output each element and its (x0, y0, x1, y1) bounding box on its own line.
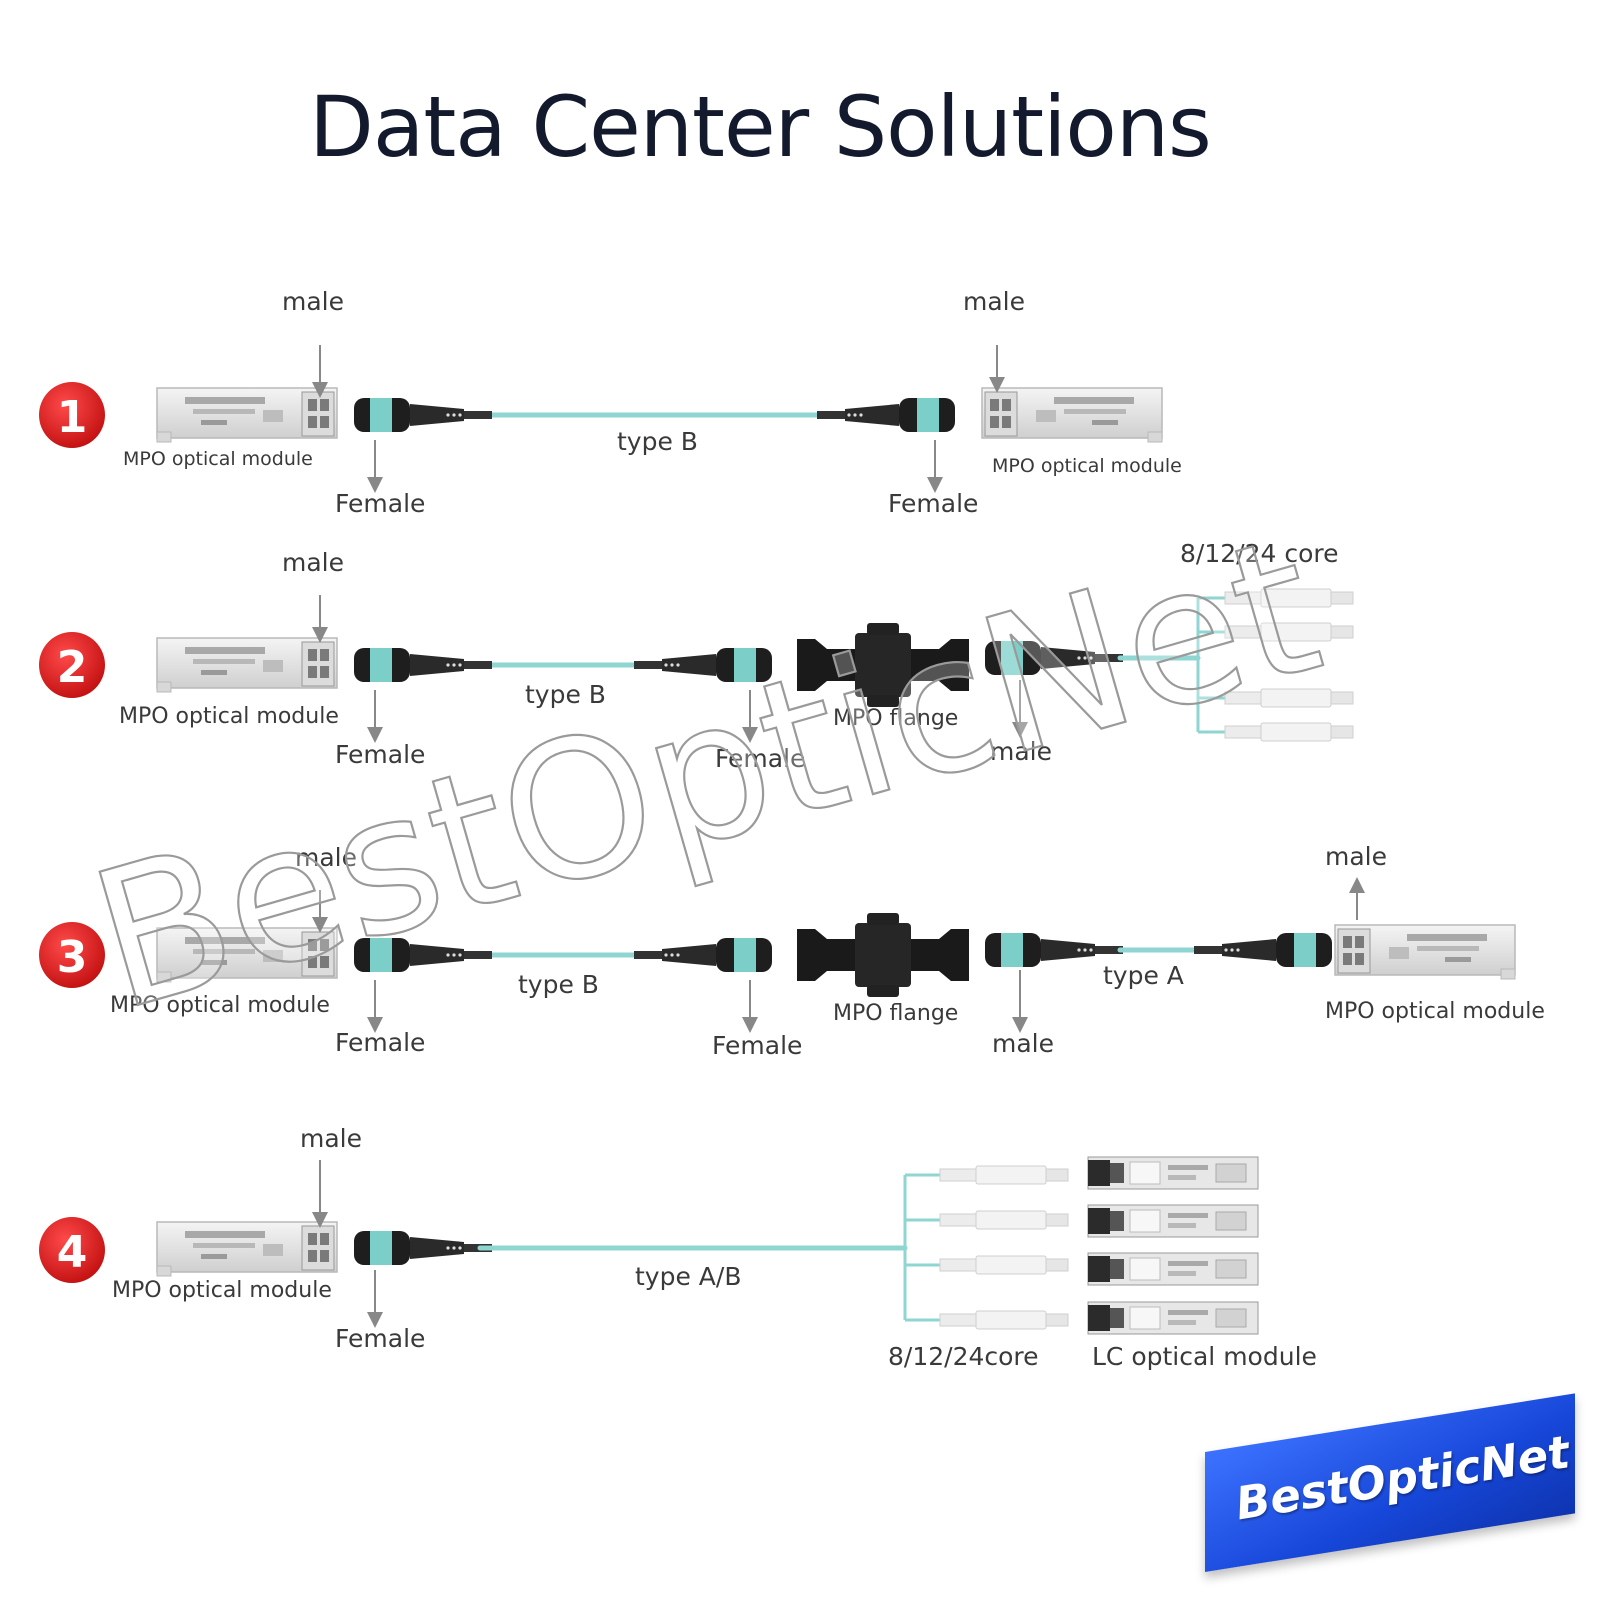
cable-type-label: type B (617, 427, 698, 456)
female-label: Female (335, 740, 425, 769)
male-label: male (992, 1029, 1054, 1058)
mpo-connector (354, 398, 492, 432)
male-label: male (963, 287, 1025, 316)
female-label: Female (888, 489, 978, 518)
mpo-module-left (156, 1221, 338, 1277)
module-label: MPO optical module (123, 448, 313, 470)
female-label: Female (712, 1031, 802, 1060)
mpo-module-left (156, 637, 338, 693)
male-label: male (990, 737, 1052, 766)
row-1: 1 male MPO optical module Female type B … (39, 287, 1182, 518)
module-label: MPO optical module (1325, 999, 1545, 1024)
row-3: 3 male MPO optical module Female type B … (39, 842, 1545, 1060)
flange-label: MPO flange (833, 706, 958, 731)
module-label: MPO optical module (112, 1278, 332, 1303)
mpo-connector (354, 1231, 492, 1265)
cable-type-label: type A/B (635, 1262, 741, 1291)
mpo-connector (634, 938, 772, 972)
male-label: male (295, 843, 357, 872)
core-count-label: 8/12/24core (888, 1342, 1039, 1371)
row-number: 1 (57, 392, 88, 443)
lc-optical-module (1087, 1252, 1259, 1286)
female-label: Female (335, 489, 425, 518)
male-label: male (1325, 842, 1387, 871)
cable-type-label: type B (518, 970, 599, 999)
row-number-badge (39, 382, 105, 448)
male-label: male (300, 1124, 362, 1153)
mpo-flange (797, 913, 969, 997)
row-number: 4 (57, 1227, 88, 1278)
mpo-module-left (156, 387, 338, 443)
female-label: Female (715, 744, 805, 773)
lc-connector (939, 1255, 1069, 1275)
row-number: 2 (57, 642, 88, 693)
mpo-module-right (981, 387, 1163, 443)
male-label: male (282, 548, 344, 577)
mpo-connector (1194, 933, 1332, 967)
lc-connector (939, 1310, 1069, 1330)
female-label: Female (335, 1324, 425, 1353)
row-2: 2 male MPO optical module Female type B … (39, 539, 1338, 773)
mpo-module-right (1334, 924, 1516, 980)
core-count-label: 8/12/24 core (1180, 539, 1338, 568)
row-number-badge (39, 632, 105, 698)
lc-optical-module (1087, 1301, 1259, 1335)
cable-type-label: type B (525, 680, 606, 709)
mpo-connector (354, 648, 492, 682)
module-label: MPO optical module (992, 455, 1182, 477)
lc-optical-module (1087, 1204, 1259, 1238)
lc-optical-module (1087, 1156, 1259, 1190)
row-number-badge (39, 1217, 105, 1283)
row-number-badge (39, 922, 105, 988)
flange-label: MPO flange (833, 1001, 958, 1026)
lc-connector (939, 1165, 1069, 1185)
row-4: 4 male MPO optical module Female type A/… (39, 1124, 1317, 1371)
row-number: 3 (57, 932, 88, 983)
module-label: MPO optical module (119, 704, 339, 729)
lc-module-label: LC optical module (1092, 1342, 1317, 1371)
female-label: Female (335, 1028, 425, 1057)
module-label: MPO optical module (110, 993, 330, 1018)
mpo-connector (817, 398, 955, 432)
lc-connector (939, 1210, 1069, 1230)
page-title: Data Center Solutions (309, 78, 1212, 176)
cable-type-label: type A (1103, 961, 1184, 990)
male-label: male (282, 287, 344, 316)
